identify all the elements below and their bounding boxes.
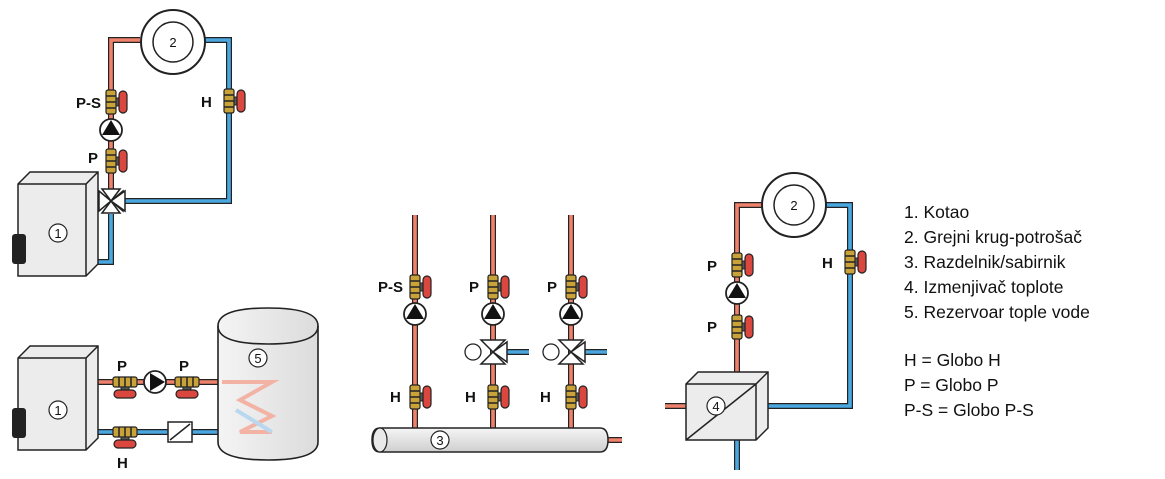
legend-abbreviation: P-S = Globo P-S xyxy=(904,400,1034,420)
valve-label-h: H xyxy=(465,389,476,406)
valve-label-h: H xyxy=(540,389,551,406)
non-return-valve-icon xyxy=(167,421,193,443)
legend-item: 4. Izmenjivač toplote xyxy=(904,277,1064,297)
consumer-circle: 2 xyxy=(761,172,827,238)
distributor-icon: 3 xyxy=(371,427,609,453)
boiler-icon: 1 xyxy=(11,345,99,451)
valve-label-p: P xyxy=(707,258,717,275)
valve-label-h: H xyxy=(117,455,128,472)
valve-label-h: H xyxy=(822,255,833,272)
valve-icon xyxy=(409,274,432,300)
valve-icon xyxy=(565,384,588,410)
mixing-valve-icon xyxy=(464,339,508,365)
pump-icon xyxy=(559,302,583,326)
legend-item: 1. Kotao xyxy=(904,202,970,222)
component-number: 2 xyxy=(790,198,797,213)
legend: 1. Kotao 2. Grejni krug-potrošač 3. Razd… xyxy=(904,200,1090,423)
system-heat-exchanger: 2 P P H 4 xyxy=(665,172,867,470)
component-number: 4 xyxy=(712,399,719,414)
valve-icon xyxy=(844,249,867,275)
valve-icon xyxy=(223,88,246,114)
valve-icon xyxy=(731,314,754,340)
component-number: 3 xyxy=(436,433,443,448)
valve-icon xyxy=(487,274,510,300)
boiler-icon: 1 xyxy=(11,171,99,277)
valve-label-ps: P-S xyxy=(378,279,403,296)
pump-icon xyxy=(403,302,427,326)
valve-icon xyxy=(487,384,510,410)
component-number: 1 xyxy=(54,403,61,418)
system-distributor: 3 P-S H P H P H xyxy=(371,215,622,453)
valve-label-h: H xyxy=(390,389,401,406)
component-number: 5 xyxy=(254,351,261,366)
system-boiler-mixing: 2 P-S P H 1 xyxy=(11,9,246,277)
valve-icon xyxy=(112,426,138,449)
heat-exchanger-icon: 4 xyxy=(685,371,769,441)
valve-label-ps: P-S xyxy=(76,95,101,112)
pump-icon xyxy=(143,370,167,394)
valve-label-p: P xyxy=(707,319,717,336)
valve-label-p: P xyxy=(88,150,98,167)
valve-label-p: P xyxy=(179,358,189,375)
valve-icon xyxy=(409,384,432,410)
pump-icon xyxy=(481,302,505,326)
valve-icon xyxy=(112,376,138,399)
valve-label-p: P xyxy=(547,279,557,296)
valve-icon xyxy=(105,89,128,115)
pump-icon xyxy=(99,118,123,142)
valve-icon xyxy=(565,274,588,300)
component-number: 1 xyxy=(54,226,61,241)
pump-icon xyxy=(725,281,749,305)
legend-item: 5. Rezervoar tople vode xyxy=(904,302,1090,322)
valve-icon xyxy=(174,376,200,399)
legend-item: 2. Grejni krug-potrošač xyxy=(904,227,1082,247)
valve-icon xyxy=(731,252,754,278)
consumer-circle: 2 xyxy=(140,9,206,75)
system-boiler-tank: 5 P P H 1 xyxy=(11,307,319,472)
legend-abbreviation: H = Globo H xyxy=(904,350,1001,370)
valve-icon xyxy=(105,148,128,174)
tank-icon: 5 xyxy=(217,307,319,461)
component-number: 2 xyxy=(169,35,176,50)
valve-label-p: P xyxy=(469,279,479,296)
legend-abbreviation: P = Globo P xyxy=(904,375,999,395)
mixing-valve-icon xyxy=(542,339,586,365)
valve-label-h: H xyxy=(201,94,212,111)
valve-label-p: P xyxy=(117,358,127,375)
legend-item: 3. Razdelnik/sabirnik xyxy=(904,252,1066,272)
